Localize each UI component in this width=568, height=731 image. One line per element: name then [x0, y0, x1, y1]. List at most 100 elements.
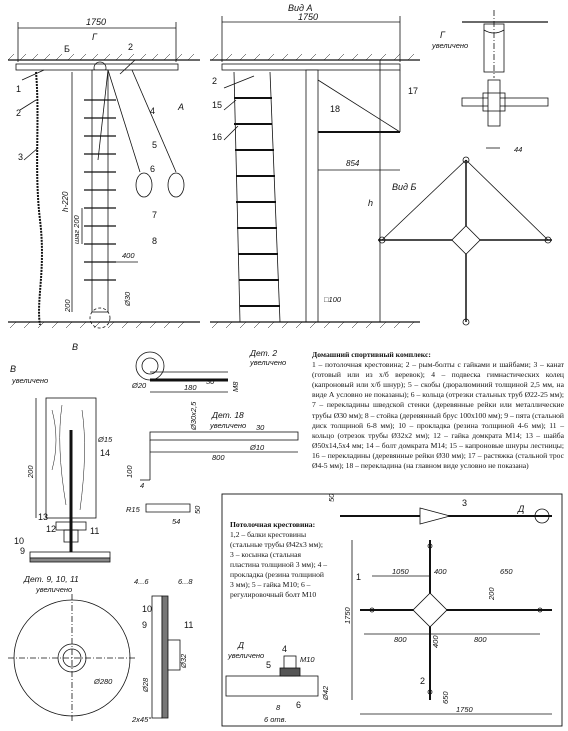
- dim-d32: Ø32: [179, 653, 188, 669]
- label-c-2: 2: [420, 676, 425, 686]
- dim-854: 854: [346, 159, 360, 168]
- label-c-1: 1: [356, 572, 361, 582]
- label-a-16: 16: [212, 132, 222, 142]
- dim-200b: 200: [26, 465, 35, 479]
- crossbar-legend: Потолочная крестовина: 1,2 – балки крест…: [230, 520, 328, 600]
- view-b: Вид Б: [378, 156, 552, 326]
- dim-1750v: 1750: [343, 606, 352, 624]
- det2-title: Дет. 2: [249, 348, 277, 358]
- dim-50b: 50: [327, 493, 336, 502]
- view-a-title: Вид А: [288, 3, 313, 13]
- label-d-10: 10: [142, 604, 152, 614]
- view-a: Вид А 1750 854 h □100 2 15: [210, 3, 420, 329]
- dim-650: 650: [500, 567, 513, 576]
- detail-2: Дет. 2 увеличено Ø20 30 M8 180: [131, 348, 286, 393]
- main-view: 1750 h-220 шаг 200 400 200: [7, 17, 200, 352]
- dim-800b: 800: [394, 635, 407, 644]
- dim-200: 200: [63, 299, 72, 313]
- dim-d10: Ø10: [249, 443, 265, 452]
- dim-d28: Ø28: [141, 677, 150, 693]
- dim-30c: 30: [256, 423, 265, 432]
- d-sub: увеличено: [227, 651, 264, 660]
- legend-title: Домашний спортивный комплекс:: [312, 350, 431, 359]
- dim-d30: Ø30: [123, 291, 132, 307]
- dim-30x25: Ø30х2,5: [189, 401, 198, 431]
- dim-6otv: 6 отв.: [264, 715, 287, 724]
- dim-d42: Ø42: [321, 685, 330, 701]
- dim-4-6: 4...6: [134, 577, 149, 586]
- label-B: Б: [64, 44, 70, 54]
- dim-1750h: 1750: [456, 705, 474, 714]
- det18-title: Дет. 18: [211, 410, 244, 420]
- dim-4: 4: [140, 481, 144, 490]
- label-d-9: 9: [142, 620, 147, 630]
- dim-44: 44: [514, 145, 522, 154]
- crossbar-panel: Д 3 50 1050 400 650 200 800 800 1750 650…: [221, 493, 563, 727]
- label-1: 1: [16, 84, 21, 94]
- dim-1750-main: 1750: [86, 17, 106, 27]
- view-a-width: 1750: [298, 12, 318, 22]
- dim-sq100: □100: [324, 295, 342, 304]
- dim-h: h: [368, 198, 373, 208]
- dim-400b: 400: [434, 567, 447, 576]
- det18-sub: увеличено: [209, 421, 246, 430]
- dim-180: 180: [184, 383, 197, 392]
- label-a-17: 17: [408, 86, 418, 96]
- legend: Домашний спортивный комплекс: 1 – потоло…: [312, 350, 564, 471]
- label-c-6: 6: [296, 700, 301, 710]
- dim-30b: 30: [206, 377, 215, 386]
- label-v-11: 11: [90, 526, 99, 536]
- label-c-4: 4: [282, 644, 287, 654]
- dim-54: 54: [172, 517, 180, 526]
- det2-sub: увеличено: [249, 358, 286, 367]
- label-c-3: 3: [462, 498, 467, 508]
- label-v-10: 10: [14, 536, 24, 546]
- d-title: Д: [237, 640, 244, 650]
- det91011-title: Дет. 9, 10, 11: [23, 574, 79, 584]
- crossbar-title: Потолочная крестовина:: [230, 520, 316, 529]
- label-6: 6: [150, 164, 155, 174]
- dim-400: 400: [122, 251, 135, 260]
- legend-body: 1 – потолочная крестовина; 2 – рым-болты…: [312, 360, 564, 471]
- label-v-13: 13: [38, 512, 48, 522]
- label-7: 7: [152, 210, 157, 220]
- dim-2x45: 2х45°: [131, 715, 151, 724]
- view-v-title: В: [10, 364, 16, 374]
- label-v-12: 12: [46, 524, 56, 534]
- dim-800c: 800: [474, 635, 487, 644]
- dim-200c: 200: [487, 587, 496, 601]
- dim-8: 8: [276, 703, 281, 712]
- label-a-15: 15: [212, 100, 222, 110]
- label-G: Г: [92, 32, 98, 42]
- view-v: В увеличено 200 Ø15 14 13 12 11 10 9: [10, 364, 113, 563]
- label-5: 5: [152, 140, 157, 150]
- dim-d20: Ø20: [131, 381, 147, 390]
- dim-d280: Ø280: [93, 677, 113, 686]
- dim-h220: h-220: [61, 191, 70, 212]
- crossbar-body: 1,2 – балки крестовины (стальные трубы Ø…: [230, 530, 328, 599]
- label-v-9: 9: [20, 546, 25, 556]
- view-g: Г увеличено 44: [431, 10, 549, 154]
- label-d-11: 11: [184, 620, 193, 630]
- view-g-sub: увеличено: [431, 41, 468, 50]
- dim-d15: Ø15: [97, 435, 113, 444]
- label-v-14: 14: [100, 448, 110, 458]
- dim-m8: M8: [231, 381, 240, 392]
- label-V: В: [72, 342, 78, 352]
- dim-650b: 650: [441, 691, 450, 704]
- view-b-title: Вид Б: [392, 182, 416, 192]
- dim-1050: 1050: [392, 567, 410, 576]
- dim-shag: шаг 200: [72, 214, 81, 244]
- view-g-title: Г: [440, 30, 446, 40]
- dim-m10: M10: [300, 655, 315, 664]
- detail-18: Дет. 18 увеличено 800 Ø30х2,5 30 Ø10 100…: [125, 401, 299, 526]
- det91011-sub: увеличено: [35, 585, 72, 594]
- dim-6-8: 6...8: [178, 577, 193, 586]
- label-2: 2: [16, 108, 21, 118]
- label-A: A: [177, 102, 184, 112]
- label-D: Д: [517, 504, 525, 514]
- label-c-5: 5: [266, 660, 271, 670]
- dim-100b: 100: [125, 465, 134, 478]
- dim-50: 50: [193, 505, 202, 514]
- label-4: 4: [150, 106, 155, 116]
